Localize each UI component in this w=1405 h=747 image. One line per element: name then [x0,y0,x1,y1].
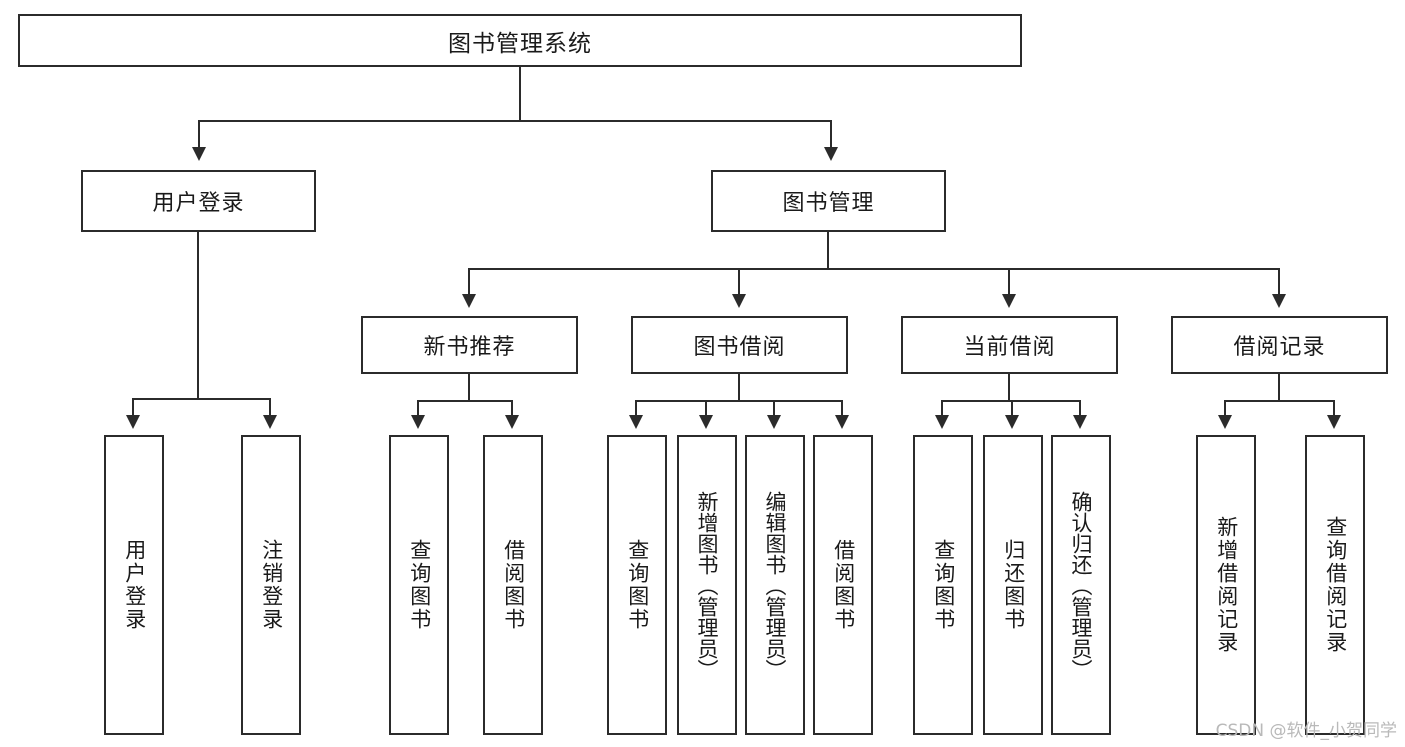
node-label: 查询借阅记录 [1323,516,1348,654]
connector-l2-1-stem [827,232,829,269]
arrowhead-icon [835,415,849,429]
arrowhead-icon [462,294,476,308]
node-label: 图书借阅 [693,335,786,360]
arrowhead-icon [1002,294,1016,308]
node-label: 用户登录 [152,191,245,216]
node-label: 归还图书 [1001,539,1026,631]
node-label: 图书管理系统 [448,30,592,57]
leaf-add-book-admin[interactable]: 新增图书（管理员） [677,435,737,735]
leaf-confirm-return-admin[interactable]: 确认归还（管理员） [1051,435,1111,735]
node-user-login[interactable]: 用户登录 [81,170,316,232]
node-label: 用户登录 [122,539,147,631]
connector-l3-1-stem [738,374,740,401]
node-label: 借阅记录 [1233,335,1326,360]
connector-l3-3-drop-0 [1224,400,1226,416]
arrowhead-icon [824,147,838,161]
connector-l2-0-drop-1 [269,398,271,416]
node-borrow-record[interactable]: 借阅记录 [1171,316,1388,374]
arrowhead-icon [126,415,140,429]
node-label: 当前借阅 [963,335,1056,360]
connector-l2-1-bus [468,268,1280,270]
connector-l3-0-drop-0 [417,400,419,416]
connector-l2-1-drop-1 [738,268,740,295]
leaf-query-book-borrow[interactable]: 查询图书 [607,435,667,735]
connector-l2-1-drop-3 [1278,268,1280,295]
connector-l3-2-stem [1008,374,1010,401]
node-label: 借阅图书 [831,539,856,631]
arrowhead-icon [1005,415,1019,429]
connector-root-stem [519,67,521,121]
connector-l3-3-bus [1224,400,1335,402]
connector-root-drop-0 [198,120,200,148]
arrowhead-icon [767,415,781,429]
leaf-add-borrow-record[interactable]: 新增借阅记录 [1196,435,1256,735]
arrowhead-icon [192,147,206,161]
node-label: 新增图书（管理员） [695,490,720,680]
node-label: 查询图书 [931,539,956,631]
connector-l3-2-drop-2 [1079,400,1081,416]
arrowhead-icon [1218,415,1232,429]
leaf-return-book[interactable]: 归还图书 [983,435,1043,735]
leaf-query-book-current[interactable]: 查询图书 [913,435,973,735]
connector-l3-0-drop-1 [511,400,513,416]
arrowhead-icon [411,415,425,429]
arrowhead-icon [699,415,713,429]
connector-l2-0-drop-0 [132,398,134,416]
leaf-borrow-book[interactable]: 借阅图书 [813,435,873,735]
node-label: 注销登录 [259,539,284,631]
node-label: 编辑图书（管理员） [763,490,788,680]
node-label: 借阅图书 [501,539,526,631]
leaf-user-login[interactable]: 用户登录 [104,435,164,735]
node-label: 新书推荐 [423,335,516,360]
node-new-book-recommend[interactable]: 新书推荐 [361,316,578,374]
connector-l3-1-drop-3 [841,400,843,416]
connector-l3-2-drop-0 [941,400,943,416]
arrowhead-icon [263,415,277,429]
leaf-query-borrow-record[interactable]: 查询借阅记录 [1305,435,1365,735]
connector-root-drop-1 [830,120,832,148]
connector-l3-1-bus [635,400,843,402]
csdn-watermark: CSDN @软件_小贺同学 [1215,721,1397,741]
connector-l3-3-drop-1 [1333,400,1335,416]
connector-l2-1-drop-0 [468,268,470,295]
leaf-query-book-newbook[interactable]: 查询图书 [389,435,449,735]
node-label: 查询图书 [407,539,432,631]
leaf-logout[interactable]: 注销登录 [241,435,301,735]
arrowhead-icon [732,294,746,308]
connector-l3-0-bus [417,400,513,402]
node-label: 确认归还（管理员） [1069,490,1094,680]
connector-l3-0-stem [468,374,470,401]
node-label: 查询图书 [625,539,650,631]
connector-l3-3-stem [1278,374,1280,401]
arrowhead-icon [1272,294,1286,308]
node-label: 新增借阅记录 [1214,516,1239,654]
node-book-borrow[interactable]: 图书借阅 [631,316,848,374]
connector-l3-1-drop-0 [635,400,637,416]
arrowhead-icon [1327,415,1341,429]
connector-root-bus [198,120,832,122]
connector-l3-2-drop-1 [1011,400,1013,416]
node-root-system[interactable]: 图书管理系统 [18,14,1022,67]
arrowhead-icon [629,415,643,429]
connector-l2-0-bus [132,398,270,400]
leaf-borrow-book-newbook[interactable]: 借阅图书 [483,435,543,735]
node-label: 图书管理 [782,191,875,216]
connector-l2-1-drop-2 [1008,268,1010,295]
arrowhead-icon [1073,415,1087,429]
connector-l2-0-stem [197,232,199,399]
arrowhead-icon [505,415,519,429]
connector-l3-1-drop-1 [705,400,707,416]
node-book-management[interactable]: 图书管理 [711,170,946,232]
node-current-borrow[interactable]: 当前借阅 [901,316,1118,374]
leaf-edit-book-admin[interactable]: 编辑图书（管理员） [745,435,805,735]
arrowhead-icon [935,415,949,429]
connector-l3-1-drop-2 [773,400,775,416]
